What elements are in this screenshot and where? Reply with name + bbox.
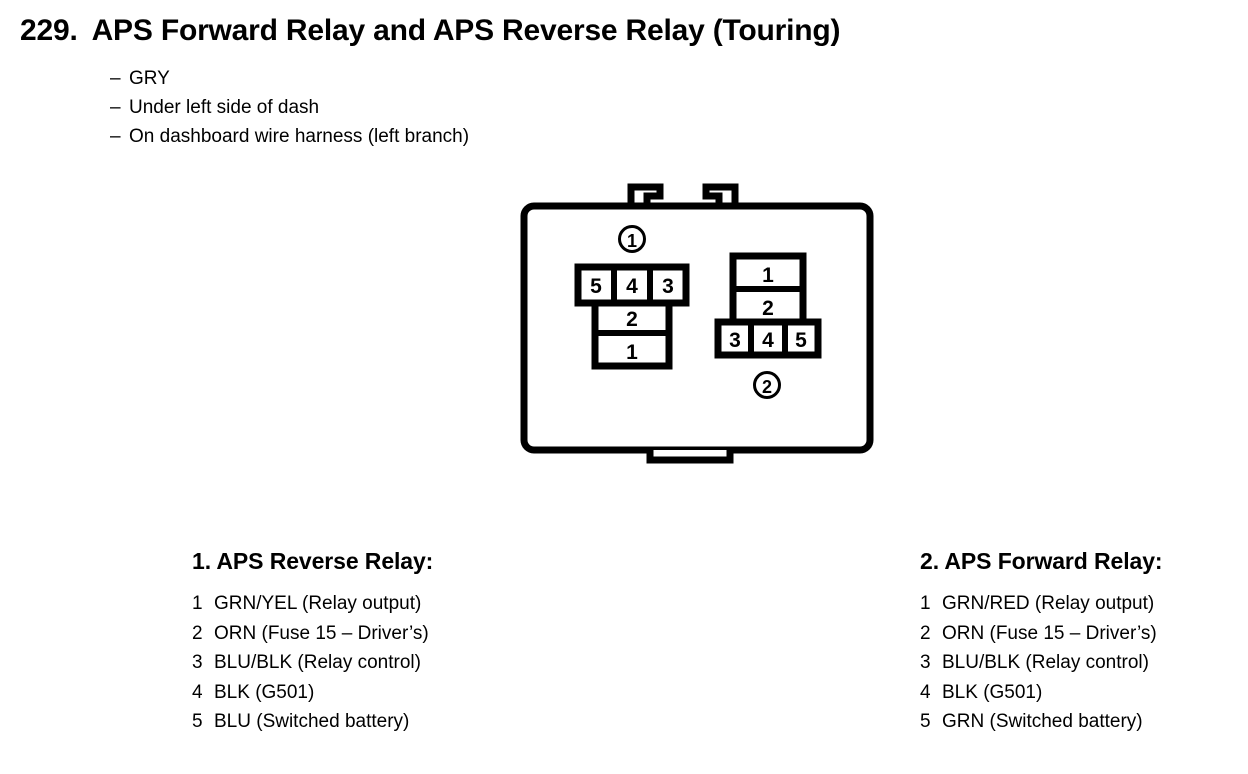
- pin-list: 1 GRN/RED (Relay output) 2 ORN (Fuse 15 – …: [920, 589, 1162, 737]
- callout-label-2: 2: [762, 377, 772, 397]
- connector2-pin-label: 5: [795, 329, 807, 352]
- pin-number: 1: [192, 593, 203, 614]
- list-item: 1 GRN/YEL (Relay output): [192, 589, 433, 619]
- list-item: 2 ORN (Fuse 15 – Driver’s): [192, 619, 433, 649]
- connector1-pin-label: 1: [626, 341, 638, 364]
- legend-aps-reverse-relay: 1. APS Reverse Relay: 1 GRN/YEL (Relay ou…: [192, 548, 433, 737]
- top-right-latch-tab: [702, 183, 739, 210]
- list-item: 3 BLU/BLK (Relay control): [192, 648, 433, 678]
- page-number: 229.: [20, 14, 78, 47]
- aps-forward-relay-connector: 1 2 3 4 5 2: [714, 252, 822, 399]
- callout-label-1: 1: [627, 231, 637, 251]
- page-title-text: APS Forward Relay and APS Reverse Relay …: [91, 14, 841, 47]
- list-item-label: Under left side of dash: [129, 97, 320, 118]
- connector2-pin-label: 4: [762, 329, 774, 352]
- legend-title: 2. APS Forward Relay:: [920, 548, 1163, 574]
- pin-number: 5: [920, 711, 931, 732]
- connector2-pin-label: 2: [762, 297, 774, 320]
- pin-description: ORN (Fuse 15 – Driver’s): [942, 622, 1157, 644]
- dash-bullet-icon: –: [110, 126, 121, 147]
- dash-bullet-icon: –: [110, 97, 121, 118]
- connector-diagram: 5 4 3 2 1 1 1 2 3 4 5 2: [500, 170, 890, 480]
- connector1-pin-label: 5: [590, 275, 602, 298]
- aps-reverse-relay-connector: 5 4 3 2 1 1: [574, 225, 690, 370]
- list-item-label: GRY: [129, 68, 170, 89]
- top-left-latch-tab: [627, 183, 664, 210]
- list-item: 4 BLK (G501): [192, 678, 433, 708]
- connector2-pin-label: 1: [762, 264, 774, 287]
- relay-housing-svg: 5 4 3 2 1 1 1 2 3 4 5 2: [520, 183, 874, 464]
- connector1-row-outline: [574, 263, 690, 307]
- pin-number: 4: [192, 681, 203, 703]
- pin-number: 5: [192, 711, 203, 732]
- connector1-pin-label: 4: [626, 275, 638, 298]
- list-item: 5 BLU (Switched battery): [192, 707, 433, 737]
- connector2-pin-label: 3: [729, 329, 741, 352]
- list-item: 5 GRN (Switched battery): [920, 707, 1162, 737]
- callout-circle-1: [618, 225, 646, 253]
- detail-list: –GRY –Under left side of dash –On dashbo…: [110, 64, 469, 151]
- list-item: 3 BLU/BLK (Relay control): [920, 648, 1162, 678]
- list-item: –Under left side of dash: [110, 93, 469, 122]
- pin-description: GRN/RED (Relay output): [942, 593, 1155, 614]
- page-title: 229. APS Forward Relay and APS Reverse Re…: [20, 14, 841, 48]
- pin-description: BLU (Switched battery): [214, 711, 410, 732]
- list-item: –GRY: [110, 64, 469, 93]
- list-item: –On dashboard wire harness (left branch): [110, 122, 469, 151]
- pin-description: GRN/YEL (Relay output): [214, 593, 422, 614]
- pin-number: 2: [920, 622, 931, 644]
- connector1-pin-label: 3: [662, 275, 674, 298]
- pin-description: GRN (Switched battery): [942, 711, 1143, 732]
- pin-description: BLU/BLK (Relay control): [942, 652, 1149, 673]
- list-item: 1 GRN/RED (Relay output): [920, 589, 1162, 619]
- legend-title: 1. APS Reverse Relay:: [192, 548, 434, 574]
- pin-description: BLK (G501): [942, 681, 1043, 703]
- pin-number: 2: [192, 622, 203, 644]
- pin-description: ORN (Fuse 15 – Driver’s): [214, 622, 429, 644]
- legend-aps-forward-relay: 2. APS Forward Relay: 1 GRN/RED (Relay ou…: [920, 548, 1163, 737]
- list-item: 2 ORN (Fuse 15 – Driver’s): [920, 619, 1162, 649]
- connector2-row-outline: [714, 318, 822, 359]
- pin-number: 1: [920, 593, 931, 614]
- connector1-pin-label: 2: [626, 308, 638, 331]
- pin-number: 3: [920, 652, 931, 673]
- pin-number: 4: [920, 681, 931, 703]
- dash-bullet-icon: –: [110, 68, 121, 89]
- pin-description: BLU/BLK (Relay control): [214, 652, 421, 673]
- pin-description: BLK (G501): [214, 681, 315, 703]
- pin-number: 3: [192, 652, 203, 673]
- list-item: 4 BLK (G501): [920, 678, 1162, 708]
- bottom-latch-notch: [646, 450, 734, 464]
- callout-circle-2: [753, 371, 781, 399]
- pin-list: 1 GRN/YEL (Relay output) 2 ORN (Fuse 15 – …: [192, 589, 433, 737]
- list-item-label: On dashboard wire harness (left branch): [129, 126, 470, 147]
